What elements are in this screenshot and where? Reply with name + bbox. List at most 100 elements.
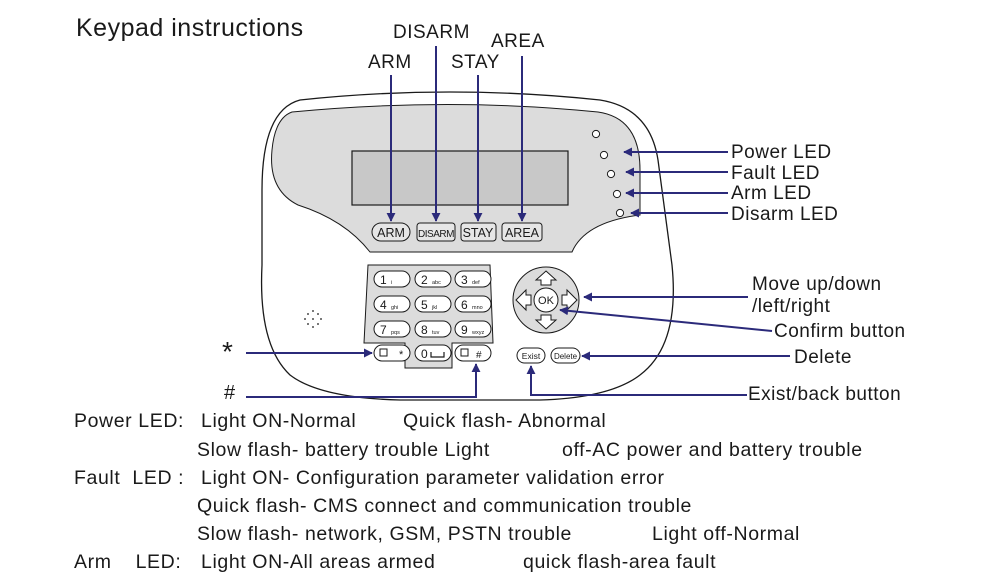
power-led-icon [591, 129, 601, 139]
power-led-desc-4: off-AC power and battery trouble [562, 439, 863, 461]
delete-button[interactable] [550, 347, 581, 364]
label-fault-led: Fault LED [731, 163, 820, 184]
label-arm: ARM [368, 52, 412, 73]
label-move-line2: /left/right [752, 296, 831, 317]
key-2-letters: abc [432, 280, 441, 286]
speaker-dot [312, 310, 314, 312]
power-led-desc-label: Power LED: [74, 410, 185, 432]
ok-button[interactable] [533, 287, 559, 313]
key-2-number: 2 [421, 273, 428, 287]
key-7[interactable] [373, 320, 411, 338]
fault-led-icon [599, 150, 609, 160]
label-move-line1: Move up/down [752, 274, 882, 295]
arm-led-desc-2: quick flash-area fault [523, 551, 717, 573]
key-8-letters: tuv [432, 330, 440, 336]
speaker-dot [312, 318, 314, 320]
left-arrow-icon[interactable] [515, 288, 532, 312]
label-hash: # [224, 382, 236, 404]
key-9[interactable] [454, 320, 492, 338]
key-3[interactable] [454, 270, 492, 288]
disarm-button[interactable] [416, 222, 456, 242]
delete-button-label: Delete [554, 352, 578, 361]
arm-button[interactable] [371, 222, 411, 242]
label-stay: STAY [451, 52, 500, 73]
area-button-label: AREA [505, 226, 540, 240]
power-led-desc-3: Slow flash- battery trouble Light [197, 439, 490, 461]
arm-button-label: ARM [377, 226, 405, 240]
page-title: Keypad instructions [76, 14, 304, 42]
key-1[interactable] [373, 270, 411, 288]
arm-led-desc-1: Light ON-All areas armed [201, 551, 436, 573]
key-4-number: 4 [380, 298, 387, 312]
down-arrow-icon[interactable] [534, 314, 558, 330]
key-7-number: 7 [380, 323, 387, 337]
key-5-letters: jkl [431, 305, 437, 311]
up-arrow-icon[interactable] [534, 270, 558, 286]
key-5-number: 5 [421, 298, 428, 312]
ok-button-label: OK [538, 295, 555, 307]
disarm-button-label: DISARM [418, 229, 454, 240]
hash-key-label: # [476, 350, 482, 361]
speaker-dot [312, 326, 314, 328]
exist-button-label: Exist [522, 351, 541, 361]
key-4[interactable] [373, 295, 411, 313]
key-5[interactable] [414, 295, 452, 313]
label-arm-led: Arm LED [731, 183, 812, 204]
key-7-letters: pqs [391, 330, 400, 336]
label-disarm: DISARM [393, 22, 470, 43]
space-icon [430, 352, 445, 358]
number-pad-panel [363, 264, 494, 369]
fault-led-desc-2: Quick flash- CMS connect and communicati… [197, 495, 692, 517]
label-exist-back: Exist/back button [748, 384, 902, 405]
label-delete: Delete [794, 347, 852, 368]
speaker-dot [304, 318, 306, 320]
key-6-letters: mno [472, 305, 483, 311]
key-1-letters: i [391, 280, 392, 286]
key-4-letters: ghi [391, 305, 398, 311]
label-disarm-led: Disarm LED [731, 204, 839, 225]
power-led-desc-1: Light ON-Normal [201, 410, 357, 432]
key-3-letters: def [472, 280, 480, 286]
key-3-number: 3 [461, 273, 468, 287]
key-8[interactable] [414, 320, 452, 338]
star-key-square-icon [379, 348, 388, 357]
arrow-exist-back [526, 365, 747, 396]
aux-led-icon [612, 189, 622, 199]
exist-button[interactable] [516, 347, 546, 364]
area-button[interactable] [501, 222, 543, 242]
arrow-hash [246, 363, 481, 398]
lcd-screen [351, 150, 569, 206]
key-9-number: 9 [461, 323, 468, 337]
label-confirm: Confirm button [774, 321, 906, 342]
speaker-dot [320, 318, 322, 320]
star-key-label: * [399, 349, 404, 361]
speaker-dot [317, 313, 319, 315]
label-star: * [222, 336, 233, 367]
key-2[interactable] [414, 270, 452, 288]
label-power-led: Power LED [731, 142, 832, 163]
zero-key-label: 0 [421, 347, 428, 361]
stay-button[interactable] [460, 222, 497, 242]
star-key[interactable] [373, 344, 411, 362]
disarm-led-icon [615, 208, 625, 218]
key-6-number: 6 [461, 298, 468, 312]
key-6[interactable] [454, 295, 492, 313]
stay-button-label: STAY [463, 226, 494, 240]
label-area: AREA [491, 31, 545, 52]
speaker-dot [307, 323, 309, 325]
fault-led-desc-1: Light ON- Configuration parameter valida… [201, 467, 665, 489]
key-9-letters: wxyz [471, 330, 484, 336]
arm-led-desc-label: Arm LED: [74, 551, 182, 573]
speaker-dot [307, 313, 309, 315]
power-led-desc-2: Quick flash- Abnormal [403, 410, 607, 432]
speaker-icon [304, 310, 322, 328]
fault-led-desc-3: Slow flash- network, GSM, PSTN trouble [197, 523, 572, 545]
hash-key[interactable] [454, 344, 492, 362]
fault-led-desc-label: Fault LED : [74, 467, 185, 489]
key-8-number: 8 [421, 323, 428, 337]
fault-led-desc-4: Light off-Normal [652, 523, 800, 545]
arrow-confirm [559, 306, 773, 332]
speaker-dot [317, 323, 319, 325]
